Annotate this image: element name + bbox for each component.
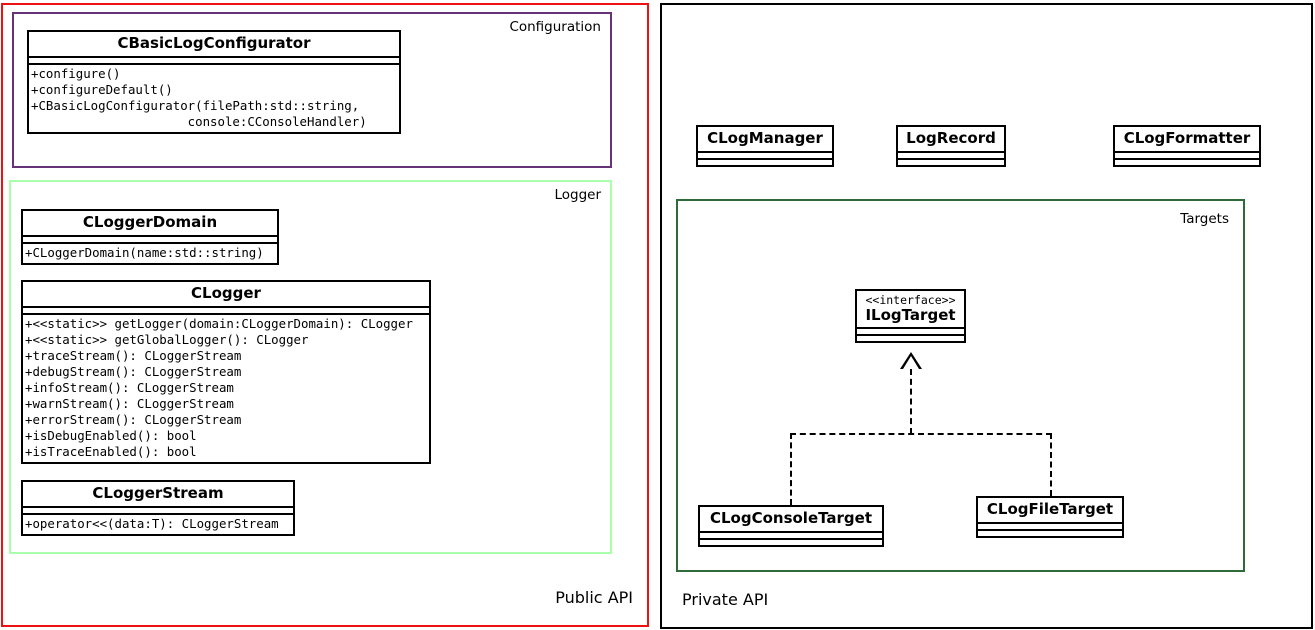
class-operations-compartment — [700, 537, 882, 545]
class-attributes-compartment — [898, 150, 1004, 158]
package-configuration-label: Configuration — [509, 19, 601, 35]
class-operations-compartment — [698, 157, 832, 165]
class-operations-compartment: +operator<<(data:T): CLoggerStream — [23, 512, 293, 534]
class-operations-compartment: +configure() +configureDefault() +CBasic… — [29, 62, 399, 132]
class-attributes-compartment — [698, 150, 832, 158]
class-box-clogmanager[interactable]: CLogManager — [696, 125, 834, 167]
operation: +configure() — [31, 65, 121, 81]
operation: +configureDefault() — [31, 81, 173, 97]
interface-name-text: ILogTarget — [865, 305, 956, 324]
class-operations-compartment: +<<static>> getLogger(domain:CLoggerDoma… — [23, 312, 429, 462]
operation: +debugStream(): CLoggerStream — [25, 363, 242, 379]
class-operations-compartment — [1115, 157, 1259, 165]
realization-branch-clogconsoletarget — [790, 433, 792, 505]
operation: +errorStream(): CLoggerStream — [25, 411, 242, 427]
class-box-cloggerstream[interactable]: CLoggerStream +operator<<(data:T): CLogg… — [21, 480, 295, 536]
package-logger-label: Logger — [554, 187, 601, 203]
class-attributes-compartment — [857, 327, 964, 334]
package-targets-label: Targets — [1180, 211, 1229, 227]
operation: +warnStream(): CLoggerStream — [25, 395, 234, 411]
class-box-ilogtarget[interactable]: <<interface>> ILogTarget — [855, 289, 966, 344]
class-name-clogfiletarget: CLogFileTarget — [986, 500, 1114, 518]
class-box-clogfiletarget[interactable]: CLogFileTarget — [976, 496, 1124, 538]
public-api-caption: Public API — [555, 588, 633, 607]
operation: +traceStream(): CLoggerStream — [25, 347, 242, 363]
class-name-cloggerdomain: CLoggerDomain — [82, 213, 218, 231]
class-name-clogconsoletarget: CLogConsoleTarget — [709, 509, 873, 527]
class-name-cbasiclogconfigurator: CBasicLogConfigurator — [117, 34, 311, 52]
operation: +<<static>> getLogger(domain:CLoggerDoma… — [25, 315, 413, 331]
operation: +CBasicLogConfigurator(filePath:std::str… — [31, 97, 360, 113]
class-operations-compartment — [978, 528, 1122, 536]
class-name-ilogtarget: <<interface>> ILogTarget — [857, 291, 964, 327]
operation: +infoStream(): CLoggerStream — [25, 379, 234, 395]
class-attributes-compartment — [700, 530, 882, 538]
class-name-logrecord: LogRecord — [906, 129, 996, 147]
class-box-cloggerdomain[interactable]: CLoggerDomain +CLoggerDomain(name:std::s… — [21, 209, 279, 265]
class-attributes-compartment — [1115, 150, 1259, 158]
class-operations-compartment — [898, 157, 1004, 165]
class-box-clogformatter[interactable]: CLogFormatter — [1113, 125, 1261, 167]
stereotype-interface-label: <<interface>> — [865, 293, 956, 307]
operation: +operator<<(data:T): CLoggerStream — [25, 515, 279, 531]
class-operations-compartment: +CLoggerDomain(name:std::string) — [23, 241, 277, 263]
operation: +isDebugEnabled(): bool — [25, 427, 197, 443]
class-attributes-compartment — [29, 55, 399, 63]
class-attributes-compartment — [23, 305, 429, 313]
operation: console:CConsoleHandler) — [31, 113, 367, 129]
class-name-cloggerstream: CLoggerStream — [92, 484, 224, 502]
class-name-clogger: CLogger — [191, 284, 261, 302]
class-box-cbasiclogconfigurator[interactable]: CBasicLogConfigurator +configure() +conf… — [27, 30, 401, 134]
class-attributes-compartment — [23, 505, 293, 513]
realization-branch-clogfiletarget — [1050, 433, 1052, 496]
realization-triangle-inner-fill — [903, 356, 919, 369]
class-box-logrecord[interactable]: LogRecord — [896, 125, 1006, 167]
class-box-clogger[interactable]: CLogger +<<static>> getLogger(domain:CLo… — [21, 280, 431, 464]
class-operations-compartment — [857, 334, 964, 341]
class-name-clogformatter: CLogFormatter — [1123, 129, 1251, 147]
realization-stem-line — [910, 369, 912, 434]
operation: +<<static>> getGlobalLogger(): CLogger — [25, 331, 309, 347]
class-attributes-compartment — [978, 521, 1122, 529]
private-api-caption: Private API — [682, 590, 769, 609]
operation: +CLoggerDomain(name:std::string) — [25, 244, 264, 260]
class-attributes-compartment — [23, 234, 277, 242]
class-box-clogconsoletarget[interactable]: CLogConsoleTarget — [698, 505, 884, 547]
operation: +isTraceEnabled(): bool — [25, 443, 197, 459]
class-name-clogmanager: CLogManager — [707, 129, 823, 147]
realization-bus-line — [790, 433, 1052, 435]
